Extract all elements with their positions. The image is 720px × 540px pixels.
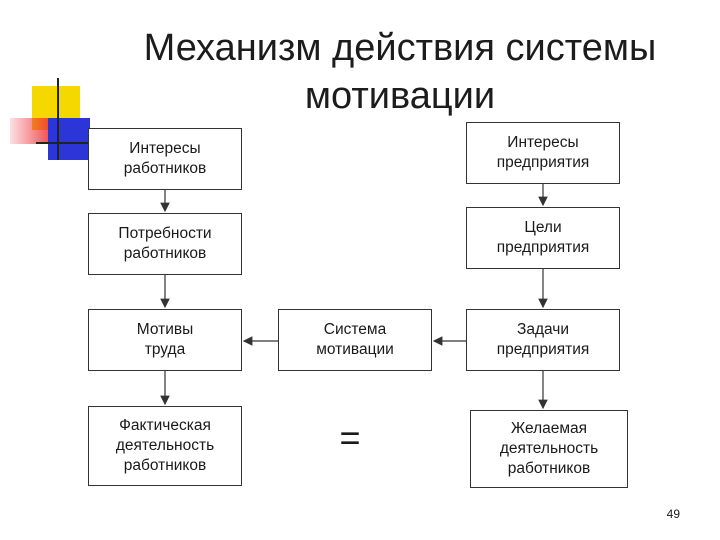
box-company-interests: Интересы предприятия [466, 122, 620, 184]
deco-vertical-line [57, 78, 59, 160]
deco-horizontal-line [36, 142, 100, 144]
box-motivation-system: Система мотивации [278, 309, 432, 371]
page-number: 49 [666, 507, 680, 521]
box-worker-interests: Интересы работников [88, 128, 242, 190]
box-desired-activity: Желаемая деятельность работников [470, 410, 628, 488]
deco-blue-square [48, 118, 90, 160]
box-company-goals: Цели предприятия [466, 207, 620, 269]
slide-title: Механизм действия системы мотивации [143, 27, 657, 117]
box-actual-activity: Фактическая деятельность работников [88, 406, 242, 486]
box-labor-motives: Мотивы труда [88, 309, 242, 371]
equals-sign: = [339, 417, 361, 458]
box-company-tasks: Задачи предприятия [466, 309, 620, 371]
box-worker-needs: Потребности работников [88, 213, 242, 275]
